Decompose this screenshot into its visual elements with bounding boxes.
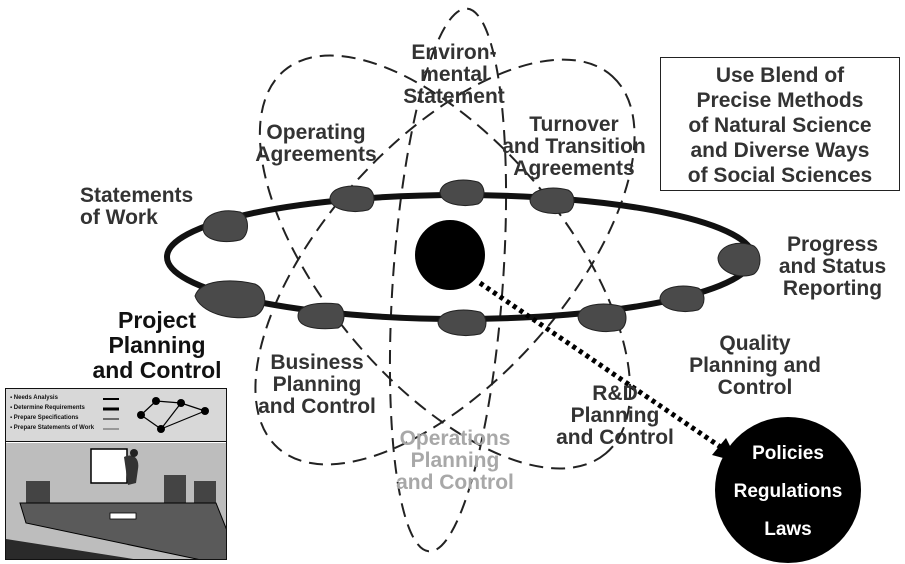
checklist-item: ▪ Needs Analysis <box>10 395 58 401</box>
label-project: Project Planning and Control <box>92 307 222 383</box>
node-operating <box>329 185 375 212</box>
nucleus <box>415 220 485 290</box>
label-business: Business Planning and Control <box>258 351 376 418</box>
node-progress <box>717 242 761 277</box>
node-business <box>297 302 345 330</box>
label-environmental: Environ- mental Statement <box>403 41 505 108</box>
policy-text-policies: Policies <box>752 443 824 464</box>
blend-box: Use Blend of Precise Methods of Natural … <box>660 57 900 191</box>
orbit-nodes <box>194 179 761 336</box>
label-quality: Quality Planning and Control <box>689 332 821 399</box>
inset-checklist-panel: ▪ Needs Analysis ▪ Determine Requirement… <box>6 389 226 442</box>
node-center-bottom <box>437 309 487 336</box>
policy-circle: Policies Regulations Laws <box>715 417 861 563</box>
dotted-arrow-line <box>478 280 724 451</box>
network-diagram-icon <box>103 397 209 433</box>
label-operating: Operating Agreements <box>255 121 377 166</box>
label-progress: Progress and Status Reporting <box>778 233 887 300</box>
label-operations: Operations Planning and Control <box>396 427 514 494</box>
node-statements <box>202 210 248 242</box>
node-environmental <box>439 179 485 206</box>
meeting-room-illustration <box>6 443 226 559</box>
checklist-item: ▪ Prepare Statements of Work <box>10 425 95 431</box>
node-rd <box>577 303 627 332</box>
checklist-item: ▪ Prepare Specifications <box>10 415 79 421</box>
orbit-dashed-turnover <box>254 58 636 466</box>
orbit-dashed-vertical <box>388 7 508 553</box>
node-quality <box>659 285 705 312</box>
project-inset: ▪ Needs Analysis ▪ Determine Requirement… <box>5 388 227 560</box>
label-rd: R&D Planning and Control <box>556 382 674 449</box>
checklist-item: ▪ Determine Requirements <box>10 405 85 411</box>
orbit-dashed-operating <box>258 54 632 470</box>
label-statements: Statements of Work <box>80 184 194 229</box>
node-turnover <box>529 187 575 214</box>
policy-text-laws: Laws <box>764 519 812 540</box>
blend-text: Use Blend of Precise Methods of Natural … <box>687 64 873 187</box>
label-turnover: Turnover and Transition Agreements <box>502 113 646 180</box>
policy-text-regulations: Regulations <box>733 481 843 502</box>
node-left-large <box>194 280 266 319</box>
